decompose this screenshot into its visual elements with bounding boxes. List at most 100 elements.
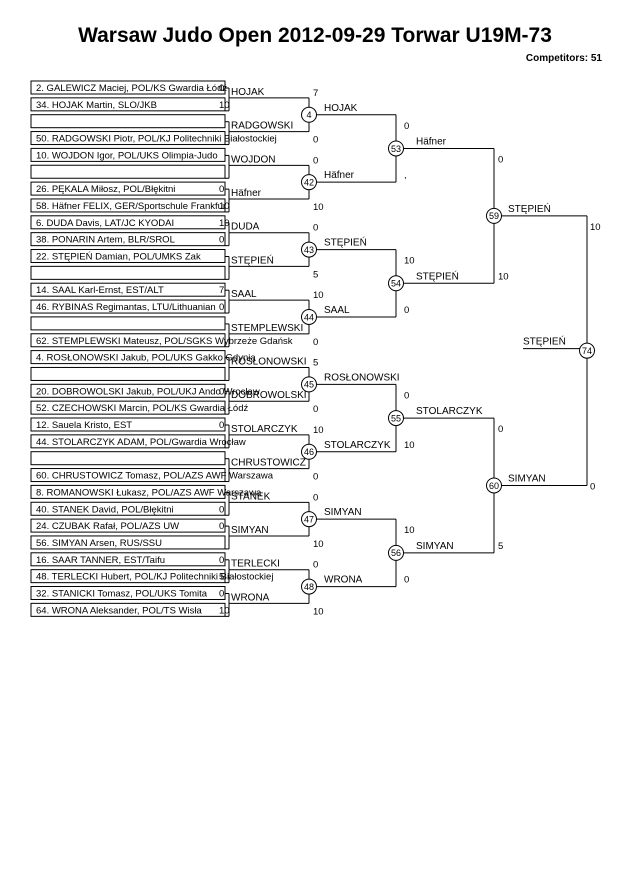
- r3-bottom-score: 0: [404, 575, 409, 586]
- r2-top-score: 0: [313, 560, 318, 571]
- r2-winner: ROSŁONOWSKI: [324, 372, 400, 383]
- r2-winner: SAAL: [324, 305, 350, 316]
- r2-bottom-score: 10: [313, 606, 324, 617]
- entry-cell: [30, 451, 226, 466]
- r4-match-number: 59: [489, 211, 499, 221]
- entry-name: 4. ROSŁONOWSKI Jakub, POL/UKS Gakko Gdyn…: [36, 353, 256, 364]
- r2-top-score: 0: [313, 155, 318, 166]
- entry-score: 10: [219, 605, 230, 616]
- entry-score: 10: [219, 100, 230, 111]
- r3-bottom-score: 10: [404, 440, 415, 451]
- entry-cell: [30, 602, 226, 617]
- r2-match-number: 46: [304, 447, 314, 457]
- r2-bottom-score: 0: [313, 135, 318, 146]
- r1-winner: SIMYAN: [231, 525, 269, 536]
- r2-top-score: 7: [313, 88, 318, 99]
- r2-winner: STOLARCZYK: [324, 440, 391, 451]
- r2-bottom-score: 0: [313, 404, 318, 415]
- entry-name: 10. WOJDON Igor, POL/UKS Olimpia-Judo: [36, 150, 218, 161]
- entry-name: 34. HOJAK Martin, SLO/JKB: [36, 100, 157, 111]
- entry-name: 2. GALEWICZ Maciej, POL/KS Gwardia Łódź: [36, 83, 227, 94]
- r2-winner: WRONA: [324, 575, 363, 586]
- r4-top-score: 0: [498, 424, 503, 435]
- r3-winner: STOLARCZYK: [416, 406, 483, 417]
- entry-score: 0: [219, 235, 224, 246]
- r2-bottom-score: 10: [313, 202, 324, 213]
- entry-score: 0: [219, 555, 224, 566]
- r2-top-score: 0: [313, 492, 318, 503]
- entry-score: 0: [219, 184, 224, 195]
- entry-score: 0: [219, 302, 224, 313]
- r4-match-circle: [486, 207, 502, 224]
- r1-winner: STĘPIEŃ: [231, 253, 274, 266]
- r2-winner: SIMYAN: [324, 507, 362, 518]
- competitors-count: Competitors: 51: [525, 53, 602, 64]
- r1-winner: Häfner: [231, 188, 262, 199]
- entry-name: 26. PĘKALA Miłosz, POL/Błękitni: [36, 184, 175, 195]
- entry-name: 8. ROMANOWSKI Łukasz, POL/AZS AWF Warsza…: [36, 487, 262, 498]
- r3-match-circle: [388, 140, 404, 157]
- r2-match-number: 43: [304, 245, 314, 255]
- entry-cell: [30, 316, 226, 331]
- entry-cell: [30, 468, 226, 483]
- r4-match-number: 60: [489, 481, 499, 491]
- r2-match-circle: [301, 174, 317, 191]
- final-match-number: 74: [582, 346, 592, 356]
- r3-match-circle: [388, 275, 404, 292]
- entry-score: 0: [219, 589, 224, 600]
- entry-name: 16. SAAR TANNER, EST/Taifu: [36, 555, 165, 566]
- r2-match-circle: [301, 241, 317, 258]
- r1-winner: STEMPLEWSKI: [231, 323, 303, 334]
- final-bottom-score: 0: [590, 481, 595, 492]
- r1-winner: DOBROWOLSKI: [231, 390, 307, 401]
- entry-name: 48. TERLECKI Hubert, POL/KJ Politechniki…: [36, 572, 273, 583]
- entry-name: 14. SAAL Karl-Ernst, EST/ALT: [36, 285, 164, 296]
- entry-name: 60. CHRUSTOWICZ Tomasz, POL/AZS AWF Wars…: [36, 471, 274, 482]
- r2-match-circle: [301, 511, 317, 528]
- r3-top-score: 0: [404, 121, 409, 132]
- r1-winner: TERLECKI: [231, 559, 280, 570]
- r4-winner: SIMYAN: [508, 473, 546, 484]
- r2-match-number: 44: [304, 312, 314, 322]
- r1-winner: WOJDON: [231, 154, 275, 165]
- r3-match-circle: [388, 410, 404, 427]
- entry-cell: [30, 501, 226, 516]
- entry-score: 5: [219, 572, 224, 583]
- r1-winner: RADGOWSKI: [231, 121, 293, 132]
- entry-name: 24. CZUBAK Rafał, POL/AZS UW: [36, 521, 179, 532]
- r3-match-number: 53: [391, 144, 401, 154]
- entry-name: 50. RADGOWSKI Piotr, POL/KJ Politechniki…: [36, 134, 277, 145]
- r3-bottom-score: ,: [404, 170, 407, 181]
- r2-top-score: 0: [313, 223, 318, 234]
- entry-name: 32. STANICKI Tomasz, POL/UKS Tomita: [36, 589, 208, 600]
- r2-bottom-score: 0: [313, 472, 318, 483]
- entry-name: 56. SIMYAN Arsen, RUS/SSU: [36, 538, 162, 549]
- r1-winner: HOJAK: [231, 87, 265, 98]
- entry-cell: [30, 265, 226, 280]
- page-title: Warsaw Judo Open 2012-09-29 Torwar U19M-…: [78, 24, 552, 47]
- r1-winner: CHRUSTOWICZ: [231, 458, 306, 469]
- entry-score: 10: [219, 201, 230, 212]
- entry-score: 0: [219, 521, 224, 532]
- entry-cell: [30, 232, 226, 247]
- entry-score: 7: [219, 285, 224, 296]
- r2-match-circle: [301, 443, 317, 460]
- entry-cell: [30, 333, 226, 348]
- r2-match-circle: [301, 376, 317, 393]
- r2-winner: Häfner: [324, 170, 355, 181]
- r4-match-circle: [486, 477, 502, 494]
- r2-match-number: 48: [304, 582, 314, 592]
- entry-name: 46. RYBINAS Regimantas, LTU/Lithuanian: [36, 302, 216, 313]
- entry-cell: [30, 131, 226, 146]
- r2-match-number: 42: [304, 177, 314, 187]
- r3-top-score: 10: [404, 525, 415, 536]
- r3-winner: Häfner: [416, 136, 447, 147]
- entry-cell: [30, 97, 226, 112]
- r4-bottom-score: 5: [498, 541, 503, 552]
- entry-name: 6. DUDA Davis, LAT/JC KYODAI: [36, 218, 174, 229]
- entry-score: 0: [219, 386, 224, 397]
- r2-winner: STĘPIEŃ: [324, 236, 367, 249]
- entry-cell: [30, 535, 226, 550]
- r3-bottom-score: 0: [404, 305, 409, 316]
- r3-match-number: 54: [391, 279, 401, 289]
